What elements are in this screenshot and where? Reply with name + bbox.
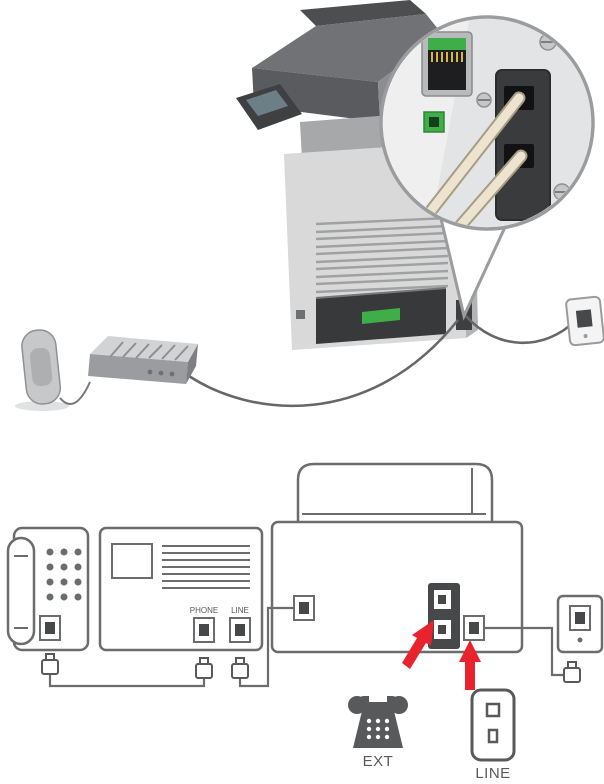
handset-cord [59, 381, 91, 406]
rj11-plug [195, 657, 213, 679]
ethernet-port-icon [421, 31, 473, 97]
line-port-arrow [459, 640, 481, 690]
magnified-ports [383, 19, 591, 227]
cables [48, 606, 564, 688]
rj11-plug [231, 657, 249, 679]
answering-machine-photo [15, 329, 198, 411]
machine-front [88, 354, 188, 384]
vent-lines [162, 545, 250, 589]
keypad-dots [46, 548, 82, 601]
scanner-top [252, 14, 442, 82]
phone-to-answering-cable [48, 674, 206, 688]
bottom-diagram: PHONE LINE [6, 462, 604, 782]
network-indicator-icon [423, 111, 445, 133]
ext-label: EXT [363, 753, 394, 770]
rear-port-magnifier-callout [379, 15, 595, 321]
speaker-panel [111, 543, 153, 579]
fax-port-panel [495, 69, 551, 221]
printer-port-panel [428, 583, 460, 649]
rj11-plug [41, 653, 59, 675]
machine-side [186, 344, 198, 384]
printer-outline [270, 462, 524, 654]
line-port-label: LINE [231, 606, 249, 615]
vent-lines [315, 216, 449, 294]
control-panel-screen [246, 90, 288, 116]
wall-jack-outline [556, 594, 604, 654]
handset-photo [21, 329, 62, 405]
speaker-grill [109, 341, 189, 361]
handset-base [15, 401, 69, 411]
answering-to-printer-cable [238, 606, 294, 688]
line-label: LINE [475, 765, 510, 782]
wall-line-cable [465, 315, 577, 345]
printer-top [296, 462, 494, 522]
cartridge-handle [362, 308, 400, 324]
answering-machine-outline: PHONE LINE [98, 526, 264, 652]
rj11-plug [563, 661, 581, 683]
line-wallplate-icon [470, 688, 516, 762]
side-port-mark [296, 310, 305, 319]
answering-machine-cable [185, 319, 460, 408]
rj11-plug-icons [41, 653, 581, 683]
phone-port-label: PHONE [190, 606, 218, 615]
top-illustration [15, 0, 604, 411]
ext-phone-icon [348, 694, 408, 748]
screw-icon [476, 92, 492, 108]
ext-port-arrow [402, 620, 434, 669]
handset-icon [6, 536, 36, 646]
adf-top [300, 0, 426, 26]
telephone-wall-jack-photo [565, 295, 604, 347]
printer-to-wall-cable [484, 626, 564, 677]
telephone-outline [6, 526, 90, 652]
